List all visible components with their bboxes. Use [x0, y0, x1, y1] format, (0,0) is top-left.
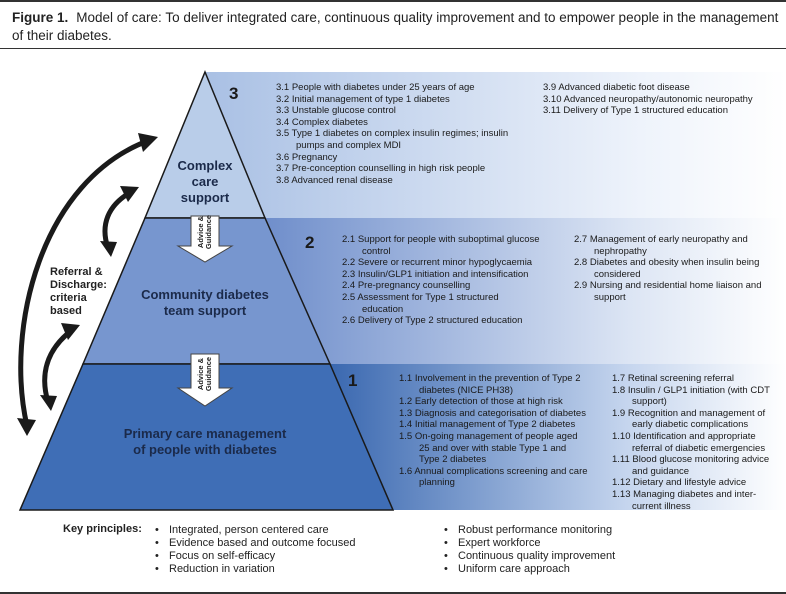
list-item: 3.5 Type 1 diabetes on complex insulin r…	[276, 128, 509, 151]
list-item: 2.7 Management of early neuropathy and n…	[574, 234, 748, 257]
tier2-items-left: 2.1 Support for people with suboptimal g…	[342, 234, 542, 327]
list-item: 2.5 Assessment for Type 1 structured edu…	[342, 291, 499, 315]
principle-item: Integrated, person centered care	[155, 524, 356, 537]
referral-arrow-upper-head-bottom	[100, 241, 117, 257]
list-item: 2.1 Support for people with suboptimal g…	[342, 234, 540, 257]
list-item: 1.2 Early detection of those at high ris…	[399, 396, 563, 408]
tier2-items-right: 2.7 Management of early neuropathy and n…	[574, 234, 774, 304]
list-item: 2.8 Diabetes and obesity when insulin be…	[574, 257, 760, 280]
list-item: 1.9 Recognition and management of early …	[612, 407, 766, 431]
principle-item: Focus on self-efficacy	[155, 550, 356, 563]
referral-arrow-lower-head-top	[61, 323, 80, 340]
tier2-label: Community diabetes team support	[110, 287, 300, 319]
tier1-trapezoid	[18, 363, 395, 511]
tier2-band	[265, 218, 786, 364]
tier3-band	[205, 72, 786, 218]
referral-label: Referral & Discharge: criteria based	[50, 266, 107, 317]
list-item: 1.5 On-going management of people aged 2…	[399, 430, 578, 466]
referral-arrow-upper	[102, 189, 133, 249]
principle-item: Robust performance monitoring	[444, 524, 615, 537]
title-divider	[0, 48, 786, 49]
advice-arrow-upper	[176, 215, 234, 263]
list-item: 2.6 Delivery of Type 2 structured educat…	[342, 315, 523, 327]
list-item: 2.2 Severe or recurrent minor hypoglycae…	[342, 257, 533, 269]
list-item: 1.1 Involvement in the prevention of Typ…	[399, 373, 581, 396]
figure-caption: Model of care: To deliver integrated car…	[12, 10, 779, 43]
list-item: 3.4 Complex diabetes	[276, 116, 368, 128]
tier1-items-right: 1.7 Retinal screening referral 1.8 Insul…	[612, 373, 784, 512]
list-item: 3.3 Unstable glucose control	[276, 105, 396, 117]
referral-arrow-lower-head-bottom	[40, 395, 57, 411]
tier2-number: 2	[305, 233, 315, 252]
list-item: 3.10 Advanced neuropathy/autonomic neuro…	[543, 93, 753, 105]
list-item: 1.6 Annual complications screening and c…	[399, 465, 588, 489]
list-item: 3.8 Advanced renal disease	[276, 174, 393, 186]
principle-item: Expert workforce	[444, 537, 615, 550]
tier3-number: 3	[229, 84, 239, 103]
list-item: 1.4 Initial management of Type 2 diabete…	[399, 419, 576, 431]
tier3-label-line: Complex	[177, 158, 233, 173]
advice-arrow-lower	[176, 353, 234, 407]
key-principles-left: Integrated, person centered care Evidenc…	[155, 524, 356, 576]
advice-label-lower: Advice & Guidance	[196, 354, 213, 394]
tier2-label-line: team support	[163, 303, 247, 318]
key-principles-right: Robust performance monitoring Expert wor…	[444, 524, 615, 576]
list-item: 1.3 Diagnosis and categorisation of diab…	[399, 407, 586, 419]
list-item: 1.11 Blood glucose monitoring advice and…	[612, 454, 770, 477]
referral-arrow-lower	[42, 328, 74, 403]
referral-arrow-outer-head-top	[138, 133, 158, 152]
tier1-label: Primary care management of people with d…	[90, 426, 320, 458]
figure-label: Figure 1.	[12, 10, 69, 25]
list-item: 3.1 People with diabetes under 25 years …	[276, 82, 475, 93]
list-item: 3.2 Initial management of type 1 diabete…	[276, 93, 450, 105]
principle-item: Continuous quality improvement	[444, 550, 615, 563]
tier3-label: Complex care support	[150, 158, 260, 206]
figure-title: Figure 1.Model of care: To deliver integ…	[12, 9, 782, 45]
list-item: 1.10 Identification and appropriate refe…	[612, 430, 766, 454]
principle-item: Uniform care approach	[444, 563, 615, 576]
referral-arrow-outer	[18, 137, 151, 427]
list-item: 1.13 Managing diabetes and inter-current…	[612, 488, 757, 512]
principle-item: Evidence based and outcome focused	[155, 537, 356, 550]
tier1-label-line: Primary care management	[123, 426, 287, 441]
tier1-number: 1	[348, 371, 358, 390]
advice-label-line: Guidance	[204, 356, 213, 392]
advice-label-line: Guidance	[204, 214, 213, 250]
list-item: 1.7 Retinal screening referral	[612, 373, 734, 384]
tier1-items-left: 1.1 Involvement in the prevention of Typ…	[399, 373, 589, 489]
tier3-label-line: support	[180, 190, 230, 205]
list-item: 2.3 Insulin/GLP1 initiation and intensif…	[342, 268, 529, 280]
tier1-label-line: of people with diabetes	[133, 442, 277, 457]
tier3-label-line: care	[191, 174, 219, 189]
principle-item: Reduction in variation	[155, 563, 356, 576]
referral-arrow-outer-head-bottom	[17, 418, 36, 436]
tier3-items-right: 3.9 Advanced diabetic foot disease 3.10 …	[543, 82, 773, 117]
list-item: 1.12 Dietary and lifestyle advice	[612, 477, 747, 489]
list-item: 3.6 Pregnancy	[276, 151, 338, 163]
tier1-band	[330, 364, 786, 510]
key-principles-title: Key principles:	[63, 523, 142, 535]
list-item: 1.8 Insulin / GLP1 initiation (with CDT …	[612, 384, 770, 408]
referral-arrow-upper-head-top	[120, 186, 139, 202]
list-item: 3.7 Pre-conception counselling in high r…	[276, 163, 486, 175]
list-item: 2.9 Nursing and residential home liaison…	[574, 280, 762, 303]
list-item: 3.11 Delivery of Type 1 structured educa…	[543, 105, 729, 117]
list-item: 2.4 Pre-pregnancy counselling	[342, 280, 471, 292]
tier2-label-line: Community diabetes	[141, 287, 269, 302]
advice-label-upper: Advice & Guidance	[196, 212, 213, 252]
tier3-items-left: 3.1 People with diabetes under 25 years …	[276, 82, 516, 186]
list-item: 3.9 Advanced diabetic foot disease	[543, 82, 690, 93]
